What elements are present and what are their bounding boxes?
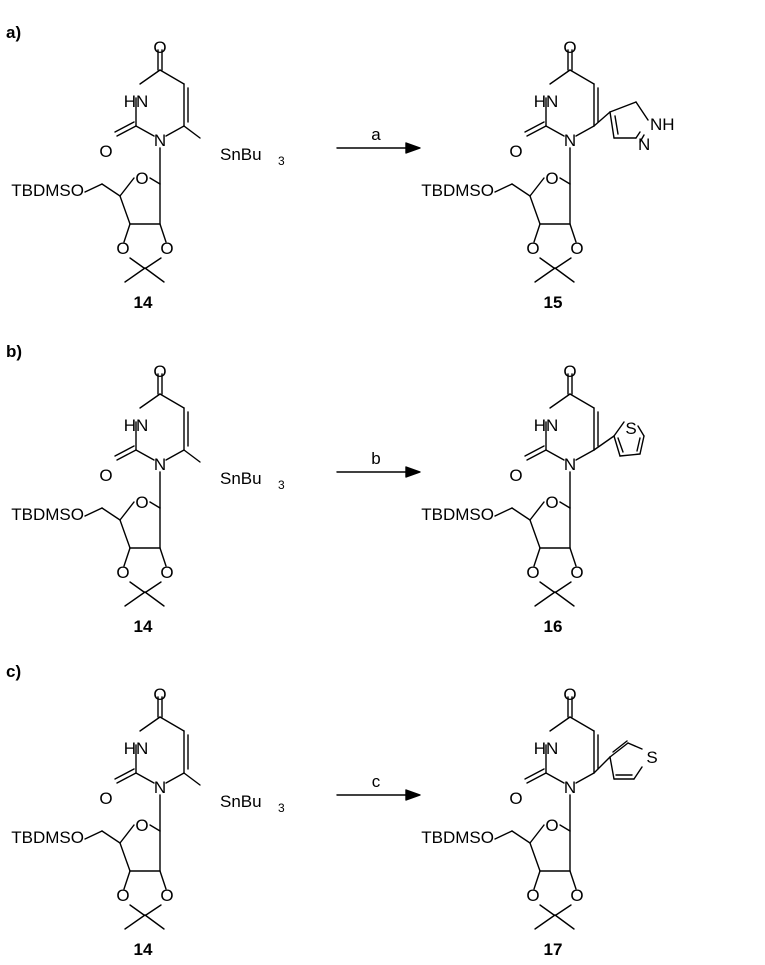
svg-text:O: O (563, 38, 576, 57)
panel-label-a: a) (6, 23, 21, 42)
scheme-b: b) O HN O N SnBu 3 O TBDMSO O O 14 b (6, 342, 645, 636)
svg-text:S: S (625, 419, 636, 438)
scheme-a: a) O HN O N SnBu 3 O TBDMSO O O 14 a (6, 23, 675, 312)
product-15-labels: O HN O N NH N O TBDMSO O O 15 (421, 38, 674, 312)
reactant-14-labels: O HN O N SnBu 3 O TBDMSO O O 14 (11, 38, 285, 312)
svg-text:N: N (564, 455, 576, 474)
svg-text:O: O (526, 886, 539, 905)
svg-text:3: 3 (278, 478, 285, 492)
svg-text:O: O (526, 563, 539, 582)
svg-text:O: O (99, 142, 112, 161)
svg-text:N: N (564, 778, 576, 797)
svg-text:N: N (564, 131, 576, 150)
panel-label-b: b) (6, 342, 22, 361)
svg-text:3: 3 (278, 154, 285, 168)
svg-text:O: O (116, 886, 129, 905)
svg-text:N: N (154, 778, 166, 797)
condition-label-b: b (371, 449, 380, 468)
svg-text:O: O (509, 142, 522, 161)
svg-text:O: O (563, 685, 576, 704)
svg-text:O: O (545, 169, 558, 188)
reaction-arrow-a: a (336, 125, 421, 154)
svg-text:O: O (99, 466, 112, 485)
svg-text:O: O (545, 493, 558, 512)
svg-text:NH: NH (650, 115, 675, 134)
svg-text:O: O (160, 239, 173, 258)
svg-text:TBDMSO: TBDMSO (11, 828, 84, 847)
reaction-arrow-c: c (336, 772, 421, 801)
svg-text:HN: HN (534, 739, 559, 758)
compound-number-17: 17 (544, 940, 563, 959)
svg-text:N: N (154, 131, 166, 150)
svg-text:O: O (509, 789, 522, 808)
svg-text:HN: HN (124, 92, 149, 111)
scheme-c: c) O HN O N SnBu 3 O TBDMSO O O 14 c (6, 662, 658, 959)
product-17-structure (494, 696, 643, 930)
product-16-labels: O HN O N S O TBDMSO O O 16 (421, 362, 636, 636)
svg-text:TBDMSO: TBDMSO (421, 181, 494, 200)
compound-number-14: 14 (134, 293, 153, 312)
condition-label-c: c (372, 772, 381, 791)
panel-label-c: c) (6, 662, 21, 681)
compound-number-16: 16 (544, 617, 563, 636)
svg-text:O: O (153, 38, 166, 57)
svg-text:S: S (646, 748, 657, 767)
svg-text:3: 3 (278, 801, 285, 815)
svg-text:TBDMSO: TBDMSO (11, 505, 84, 524)
svg-text:O: O (116, 239, 129, 258)
svg-text:O: O (509, 466, 522, 485)
svg-text:SnBu: SnBu (220, 469, 262, 488)
svg-text:SnBu: SnBu (220, 792, 262, 811)
svg-text:HN: HN (534, 92, 559, 111)
svg-text:O: O (570, 886, 583, 905)
svg-text:N: N (154, 455, 166, 474)
svg-text:O: O (570, 239, 583, 258)
svg-text:O: O (153, 685, 166, 704)
svg-text:HN: HN (124, 739, 149, 758)
svg-text:O: O (570, 563, 583, 582)
svg-text:TBDMSO: TBDMSO (421, 505, 494, 524)
product-17-labels: O HN O N S O TBDMSO O O 17 (421, 685, 657, 959)
svg-text:O: O (135, 816, 148, 835)
svg-text:O: O (160, 886, 173, 905)
product-15-structure (494, 49, 649, 283)
svg-text:O: O (153, 362, 166, 381)
svg-text:O: O (545, 816, 558, 835)
svg-text:O: O (526, 239, 539, 258)
compound-number-14: 14 (134, 940, 153, 959)
condition-label-a: a (371, 125, 381, 144)
svg-text:O: O (99, 789, 112, 808)
svg-text:O: O (135, 493, 148, 512)
svg-text:TBDMSO: TBDMSO (421, 828, 494, 847)
svg-text:HN: HN (534, 416, 559, 435)
reaction-arrow-b: b (336, 449, 421, 478)
svg-text:O: O (135, 169, 148, 188)
reactant-14-labels: O HN O N SnBu 3 O TBDMSO O O 14 (11, 685, 285, 959)
reactant-14-structure (84, 373, 201, 607)
svg-text:N: N (638, 135, 650, 154)
svg-text:O: O (160, 563, 173, 582)
svg-text:HN: HN (124, 416, 149, 435)
reactant-14-structure (84, 49, 201, 283)
compound-number-15: 15 (544, 293, 563, 312)
svg-text:SnBu: SnBu (220, 145, 262, 164)
reactant-14-structure (84, 696, 201, 930)
reactant-14-labels: O HN O N SnBu 3 O TBDMSO O O 14 (11, 362, 285, 636)
svg-text:TBDMSO: TBDMSO (11, 181, 84, 200)
svg-text:O: O (116, 563, 129, 582)
svg-text:O: O (563, 362, 576, 381)
compound-number-14: 14 (134, 617, 153, 636)
product-16-structure (494, 373, 645, 607)
